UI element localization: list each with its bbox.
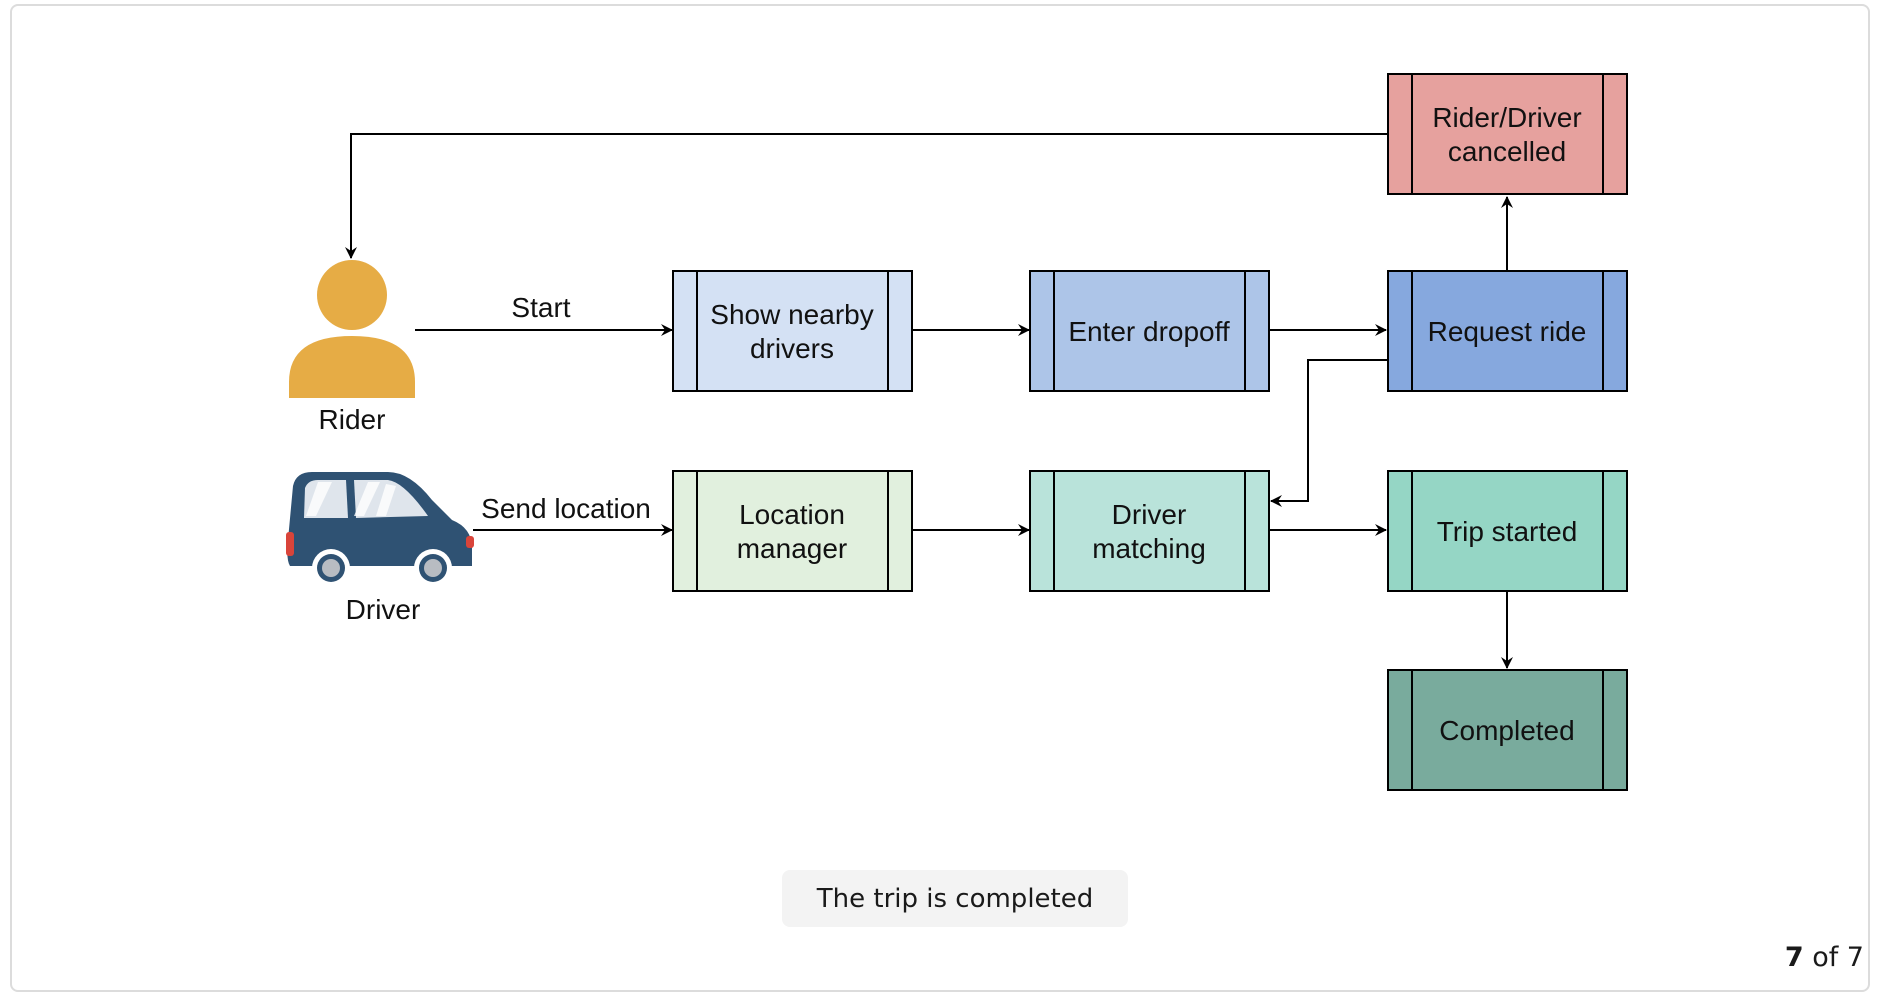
node-completed: Completed bbox=[1387, 669, 1628, 791]
node-label-line: matching bbox=[1092, 533, 1206, 564]
node-location-manager: Location manager bbox=[672, 470, 913, 592]
edge-label-start: Start bbox=[511, 292, 570, 323]
node-show-nearby-drivers: Show nearby drivers bbox=[672, 270, 913, 392]
node-box bbox=[672, 470, 913, 592]
node-box bbox=[1029, 270, 1270, 392]
node-driver-matching: Driver matching bbox=[1029, 470, 1270, 592]
node-rider-driver-cancelled: Rider/Driver cancelled bbox=[1387, 73, 1628, 195]
rider-icon bbox=[289, 260, 415, 398]
pager-total: of 7 bbox=[1812, 942, 1864, 973]
node-label-line: Driver bbox=[1112, 499, 1187, 530]
node-label-line: Trip started bbox=[1437, 516, 1578, 547]
node-box bbox=[672, 270, 913, 392]
node-label-line: cancelled bbox=[1448, 136, 1566, 167]
node-label-line: Show nearby bbox=[710, 299, 873, 330]
node-box bbox=[1387, 270, 1628, 392]
node-label-line: Request ride bbox=[1428, 316, 1587, 347]
edge-cancelled-to-rider bbox=[345, 133, 1388, 259]
node-enter-dropoff: Enter dropoff bbox=[1029, 270, 1270, 392]
node-box bbox=[1029, 470, 1270, 592]
node-trip-started: Trip started bbox=[1387, 470, 1628, 592]
node-box bbox=[1387, 470, 1628, 592]
node-label-line: Completed bbox=[1439, 715, 1574, 746]
node-request-ride: Request ride bbox=[1387, 270, 1628, 392]
node-label-line: Location bbox=[739, 499, 845, 530]
edge-label-send-location: Send location bbox=[481, 493, 651, 524]
node-label-line: drivers bbox=[750, 333, 834, 364]
pager-current: 7 bbox=[1784, 942, 1804, 973]
edge-request-ride-to-driver-matching bbox=[1270, 359, 1388, 507]
node-label-line: Rider/Driver bbox=[1432, 102, 1581, 133]
car-icon bbox=[286, 472, 474, 587]
step-caption: The trip is completed bbox=[782, 870, 1128, 927]
node-label-line: manager bbox=[737, 533, 848, 564]
rider-label: Rider bbox=[319, 404, 386, 435]
driver-label: Driver bbox=[346, 594, 421, 625]
node-label-line: Enter dropoff bbox=[1068, 316, 1230, 347]
node-box bbox=[1387, 73, 1628, 195]
slide-pager: 7 of 7 bbox=[1785, 942, 1864, 973]
node-box bbox=[1387, 669, 1628, 791]
connectors bbox=[345, 133, 1513, 669]
